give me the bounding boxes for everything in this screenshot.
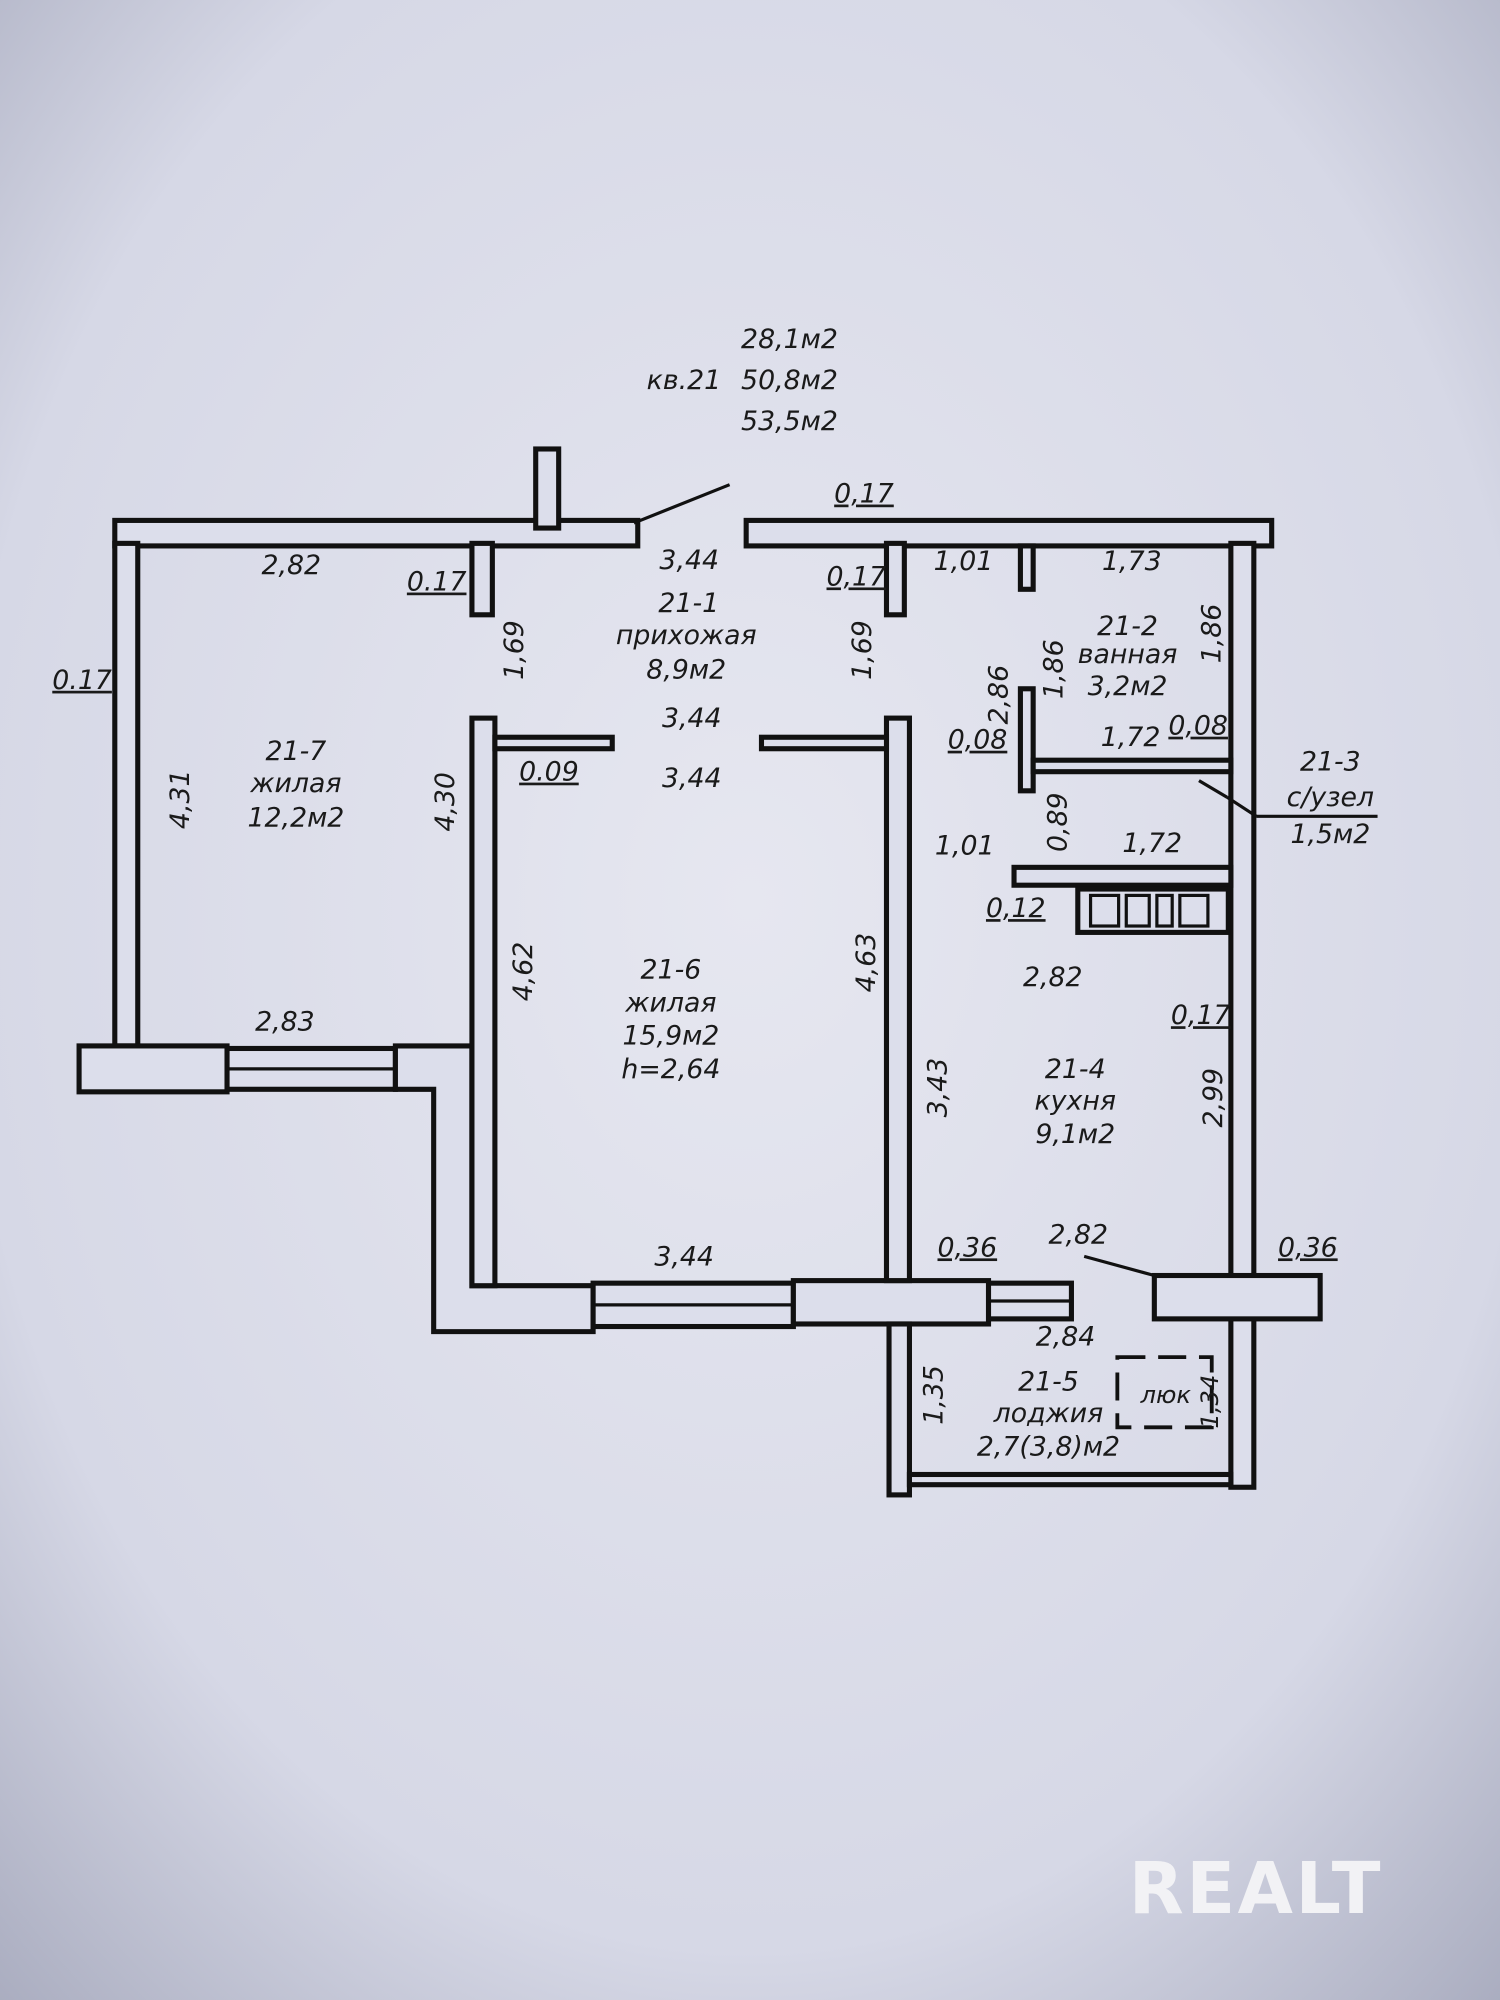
dimension: 3,43 [922, 1058, 953, 1118]
realt-watermark: REALT [1129, 1847, 1383, 1930]
dimension: 1,01 [935, 831, 995, 862]
room-height: h=2,64 [621, 1054, 720, 1085]
dimension: 0.17 [52, 665, 112, 696]
room-area: 8,9м2 [646, 655, 726, 686]
dimension: 3,44 [659, 545, 719, 576]
room-area: 9,1м2 [1035, 1119, 1115, 1150]
dimension: 0,12 [986, 893, 1046, 924]
dimension: 1,69 [847, 620, 878, 680]
room-name: жилая [624, 987, 716, 1018]
room-id: 21-7 [266, 736, 327, 767]
room-name: лоджия [993, 1398, 1104, 1429]
dimension: 4,63 [851, 933, 882, 993]
dimension: 1,34 [1196, 1375, 1224, 1429]
area-living: 28,1м2 [741, 324, 838, 355]
dimension: 2,86 [984, 665, 1015, 725]
room-area: 2,7(3,8)м2 [977, 1431, 1120, 1462]
dimension: 1,86 [1197, 604, 1228, 664]
room-id: 21-4 [1045, 1054, 1106, 1085]
room-id: 21-1 [658, 588, 719, 619]
dimension: 1,73 [1102, 546, 1162, 577]
dimension: 0,36 [1278, 1232, 1338, 1263]
dimension: 3,44 [662, 703, 722, 734]
area-total: 50,8м2 [741, 365, 838, 396]
room-name: ванная [1078, 639, 1178, 670]
dimension: 0,89 [1042, 792, 1073, 852]
dimension: 0,17 [1171, 1000, 1231, 1031]
dimension: 3,44 [662, 763, 722, 794]
room-id: 21-3 [1300, 746, 1361, 777]
dimension: 2,83 [255, 1007, 315, 1038]
room-name: с/узел [1287, 782, 1374, 813]
dimension: 1,86 [1039, 639, 1070, 699]
dimension: 1,69 [499, 620, 530, 680]
dimension: 2,82 [1048, 1220, 1108, 1251]
area-with-loggia: 53,5м2 [741, 406, 838, 437]
dimension: 2,82 [1023, 962, 1083, 993]
dimension: 1,01 [934, 546, 994, 577]
dimensions: 2,82 0.17 0.17 2,83 3,44 3,44 3,44 3,44 … [52, 479, 1337, 1429]
room-area: 12,2м2 [248, 803, 345, 834]
dimension: 0,36 [938, 1232, 998, 1263]
dimension: 4,31 [165, 769, 196, 829]
dimension: 0.17 [407, 567, 467, 598]
walls [76, 446, 1378, 1498]
dimension: 1,35 [919, 1365, 950, 1425]
dimension: 2,84 [1036, 1322, 1096, 1353]
dimension: 0.09 [519, 757, 579, 788]
room-name: кухня [1035, 1086, 1116, 1117]
dimension: 1,72 [1101, 722, 1161, 753]
dimension: 4,62 [508, 942, 539, 1002]
room-name: прихожая [616, 620, 757, 651]
dimension: 2,99 [1198, 1068, 1229, 1128]
room-name: жилая [249, 768, 341, 799]
room-area: 15,9м2 [623, 1021, 720, 1052]
room-labels: 21-1 прихожая 8,9м2 21-2 ванная 3,2м2 21… [248, 588, 1375, 1462]
hatch [1115, 1355, 1214, 1430]
dimension: 3,44 [654, 1241, 714, 1272]
dimension: 0,17 [827, 561, 887, 592]
header-labels: кв.21 28,1м2 50,8м2 53,5м2 [647, 324, 838, 437]
dimension: 4,30 [430, 772, 461, 832]
room-id: 21-2 [1097, 611, 1158, 642]
room-area: 3,2м2 [1088, 671, 1168, 702]
hatch-label: люк [1140, 1381, 1192, 1409]
entry-door-swing [633, 483, 731, 525]
apartment-label: кв.21 [647, 365, 722, 396]
dimension: 1,72 [1122, 828, 1182, 859]
dimension: 2,82 [261, 550, 321, 581]
dimension: 0,08 [1168, 711, 1228, 742]
dimension: 0,08 [948, 725, 1008, 756]
dimension: 0,17 [834, 479, 894, 510]
room-id: 21-6 [641, 954, 702, 985]
room-id: 21-5 [1018, 1366, 1079, 1397]
room-area: 1,5м2 [1290, 819, 1370, 850]
